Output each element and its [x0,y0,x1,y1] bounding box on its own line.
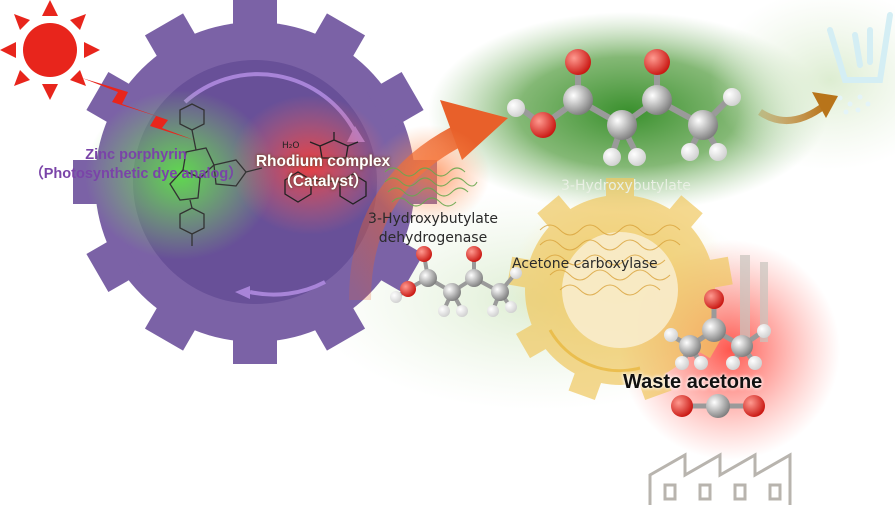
brown-arrow [758,102,828,124]
zinc-porphyrin-label-line2: （Photosynthetic dye analog） [29,166,243,182]
rhodium-complex-label-line2: （Catalyst） [277,173,369,190]
dehydrogenase-label-line2: dehydrogenase [378,230,488,246]
zinc-porphyrin-label-line1: Zinc porphyrin [85,147,187,163]
plastic-pellets [837,94,871,115]
dehydrogenase-label: 3-Hydroxybutylate dehydrogenase [353,210,513,248]
dehydrogenase-label-line1: 3-Hydroxybutylate [368,211,498,227]
catalyst-red-glow [230,95,390,235]
zinc-porphyrin-label: Zinc porphyrin （Photosynthetic dye analo… [20,146,252,184]
rhodium-complex-label-line1: Rhodium complex [255,153,391,170]
brown-arrow-head [812,92,838,118]
waste-acetone-label: Waste acetone [623,371,763,393]
acetone-carboxylase-label: Acetone carboxylase [512,256,658,272]
rhodium-structure: H₂O [282,132,367,205]
acetone-molecule [664,289,771,370]
porphyrin-structure [169,103,263,246]
factory-icon [648,452,792,505]
sun-icon [0,0,100,100]
pale-glow-right [710,0,895,170]
svg-text:H₂O: H₂O [282,141,299,151]
porphyrin-green-glow [85,90,275,260]
orange-glow [370,125,490,225]
factory-chimneys [740,255,768,345]
hydroxybutyrate-molecule-middle [390,246,522,317]
plastic-product-icon [827,12,893,83]
acetone-carboxylase-enzyme [539,224,681,296]
co2-molecule [671,394,765,418]
rhodium-complex-label: Rhodium complex （Catalyst） [248,152,398,192]
dehydrogenase-enzyme [384,167,478,207]
hydroxybutyrate-molecule-top [507,49,741,166]
hydroxybutyrate-label: 3-Hydroxybutylate [561,178,691,194]
